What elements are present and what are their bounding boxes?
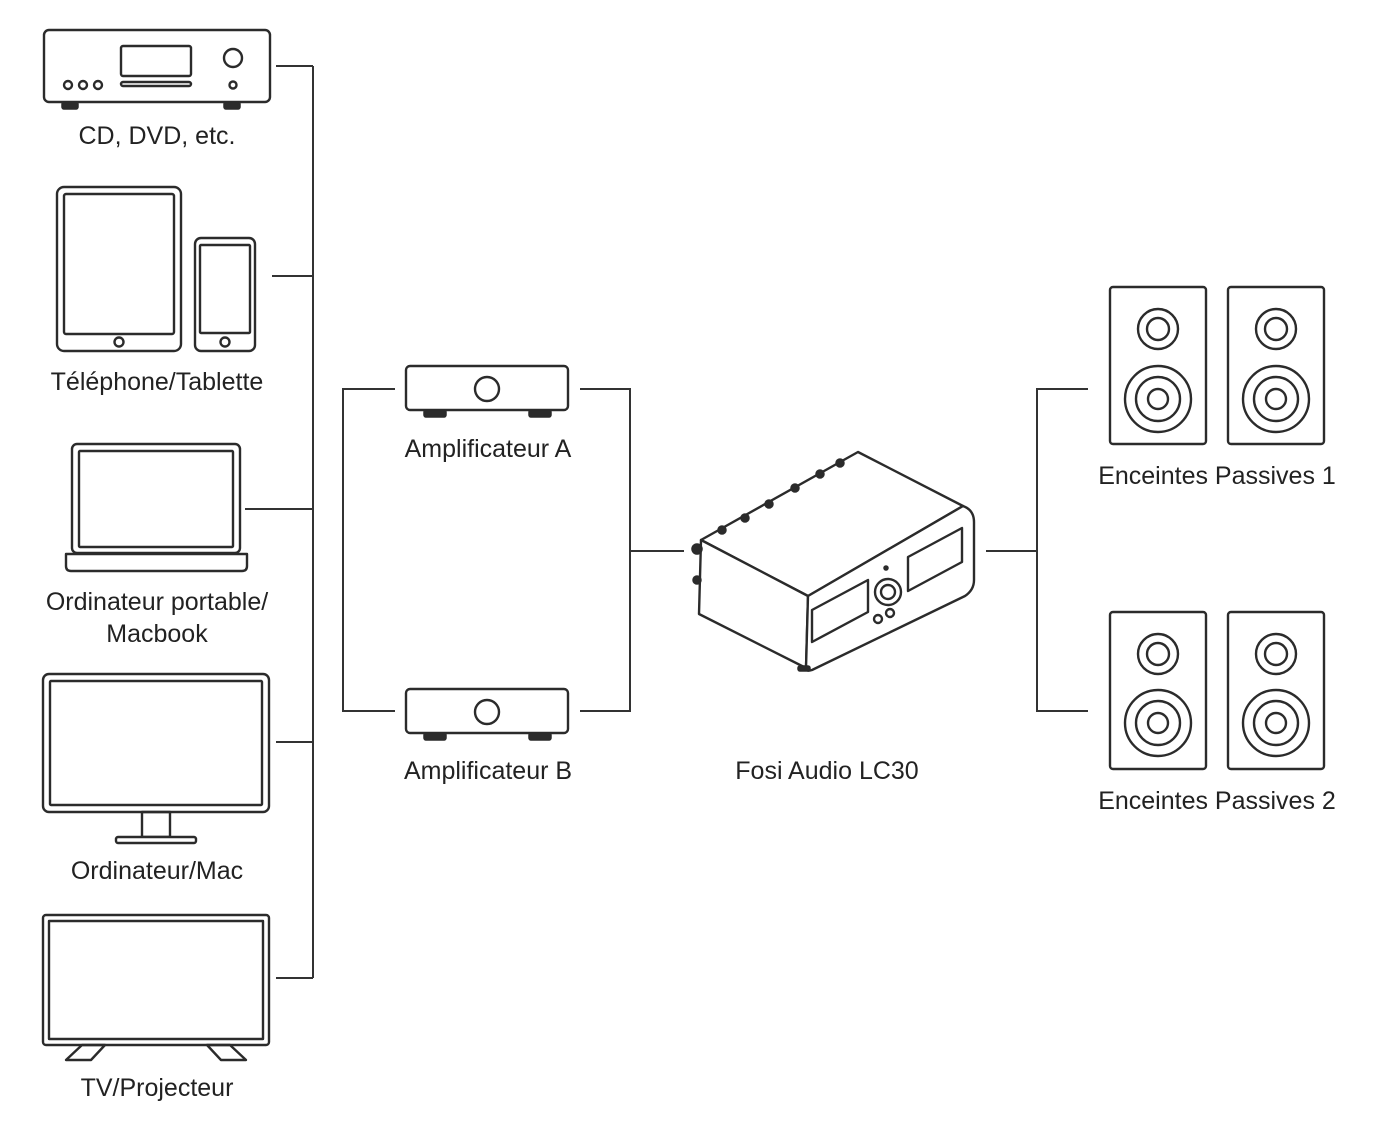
switcher-label: Fosi Audio LC30 [735,757,919,785]
amplifier-b-label: Amplificateur B [403,757,573,785]
speaker-1-left-icon [1108,285,1208,446]
amplifier-a-label: Amplificateur A [404,435,572,463]
tablet-icon [55,185,183,353]
desktop-monitor-icon [41,672,271,845]
speaker-pair-1-icon [1108,285,1326,446]
speaker-2-left-icon [1108,610,1208,771]
speaker-1-right-icon [1226,285,1326,446]
source-bus [245,65,314,979]
speakers-1-label: Enceintes Passives 1 [1098,462,1336,490]
laptop-icon [64,442,249,573]
speaker-bracket [986,388,1088,712]
cd-dvd-player-icon [42,28,272,110]
amp-output-bracket [580,388,684,712]
speaker-pair-2-icon [1108,610,1326,771]
speaker-2-right-icon [1226,610,1326,771]
source-label-desktop: Ordinateur/Mac [70,857,244,885]
fosi-audio-lc30-icon [691,450,976,672]
amplifier-a-icon [404,364,570,418]
speakers-2-label: Enceintes Passives 2 [1098,787,1336,815]
source-label-cd-dvd: CD, DVD, etc. [78,122,236,150]
tv-icon [41,913,271,1062]
amplifier-b-icon [404,687,570,741]
phone-icon [193,236,257,353]
source-label-laptop-line2: Macbook [106,620,208,648]
source-label-phone-tablet: Téléphone/Tablette [50,368,264,396]
amp-input-bracket [342,388,395,712]
source-label-tv-projector: TV/Projecteur [80,1074,234,1102]
source-label-laptop-line1: Ordinateur portable/ [45,588,269,616]
